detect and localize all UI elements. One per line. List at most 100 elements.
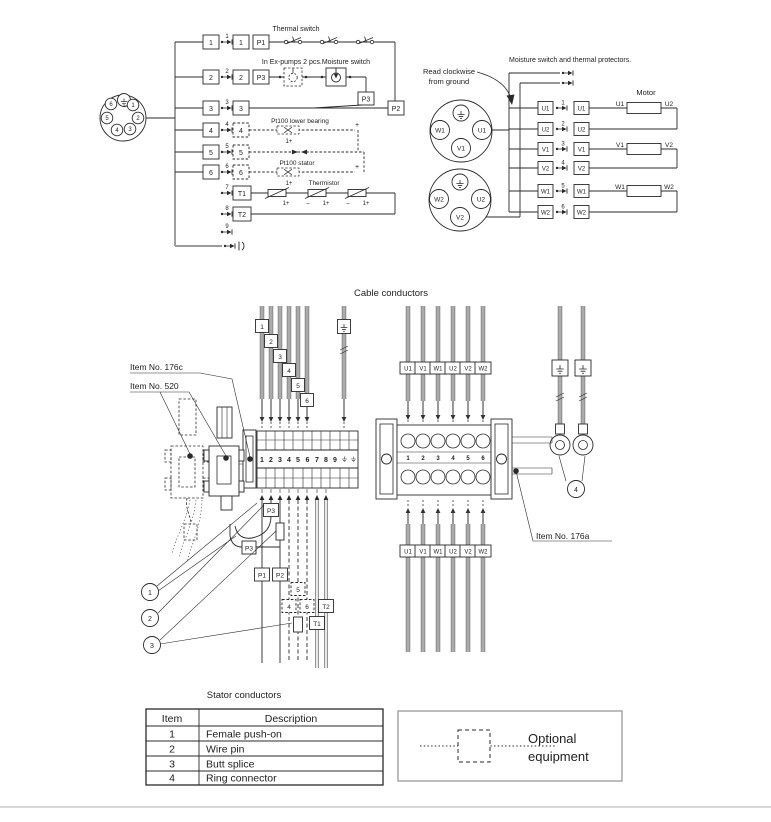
motor-windings-part [589,190,678,213]
motor-plug-1-part [472,120,492,140]
control-circuit-part [202,144,220,160]
ground-wires-part [558,455,586,482]
callout-2 [141,609,159,627]
cable-number-tags-part [255,319,269,333]
control-circuit-part [348,75,352,79]
control-circuit-part: 3 [209,106,213,113]
pt100-sensor-icon [276,125,300,135]
motor-terminal-rows-part: U2 [578,128,586,134]
control-circuit-part: 2 [209,75,213,82]
cable-entry-unit [171,406,253,563]
plug-pin-5: 5 [105,116,109,122]
motor-terminal-rows: U1 1 U1 U2 2 U2 V1 3 V1 V2 4 V2 W1 5 W1 … [509,101,590,219]
control-circuit-part: 5 [209,150,213,157]
motor-windings-part: V2 [665,142,673,149]
cable-entry-unit-part [216,406,233,439]
motor-windings-part: W1 [615,184,625,191]
control-circuit: 1 2 3 4 5 6 Thermal switch 1 1 1 P1 In E… [99,26,405,251]
control-circuit-part: 3 [225,100,229,106]
wire-pin-icon [480,415,486,420]
motor-lead-tags-bottom-part: U2 [449,550,457,556]
terminal-block-6pole-part [496,453,507,465]
cable-entry-optional-part [164,449,172,463]
terminal-block-6pole-part [397,451,491,464]
wire-pin-icon [220,104,233,112]
control-circuit-part [357,91,375,106]
control-circuit-part: – [306,201,310,207]
ground-wires: 4 [549,359,594,498]
wire-pin-icon [465,508,471,513]
pt100-stator-label: Pt100 stator [279,160,315,167]
col-header-description: Description [265,713,318,725]
control-circuit-part: 1+ [283,201,290,207]
pt100-sensor-icon [276,167,300,177]
motor-lead-tags-top-part: W2 [479,367,489,373]
stator-wires-part: P3 [245,546,253,553]
control-circuit-part: – [346,201,350,207]
motor-terminal-rows-part: U1 [542,107,550,113]
ring-connector [572,423,594,456]
control-circuit-part [202,69,220,85]
motor-terminal-rows-part: 4 [561,161,565,167]
ground-wires-part [555,392,588,402]
wire-pin-icon [223,242,236,250]
terminal-block-9pole-part: 9 [333,457,337,464]
item-176a-label: Item No. 176a [536,531,590,541]
control-circuit-part [232,34,250,50]
stator-wires-part: T1 [313,621,321,628]
optional-equipment-legend-part [397,710,623,782]
wire-pin-icon [259,417,265,422]
motor-circuit-part [509,72,560,84]
motor-plug-1-part [430,120,450,140]
control-circuit-part: 9 [225,224,229,230]
thermal-switch-label: Thermal switch [272,26,319,33]
terminal-block-6pole-part [400,469,416,485]
control-circuit-part: 6 [239,170,243,177]
winding-u [626,102,662,114]
motor-terminal-rows-part: W1 [577,190,587,196]
cable-number-tags-part: 1 [260,324,264,331]
terminal-block-9pole: 1 2 3 4 5 6 7 8 9 [242,429,359,489]
wire-pin-icon [277,417,283,422]
motor-plug-2-part: W2 [434,197,444,204]
item-table-part: 3 [169,759,175,771]
item-labels-part [130,372,251,458]
wire-pin-icon [286,417,292,422]
pt100-lower-label: Pt100 lower bearing [271,118,329,125]
motor-windings-part: V1 [616,142,624,149]
motor-terminal-rows-part [537,122,554,136]
callout-1 [141,583,159,601]
butt-splice [275,522,285,541]
protectors-label: Moisture switch and thermal protectors. [509,57,631,64]
stator-wires-part [241,540,257,555]
stator-wires-part [299,599,315,613]
item-callouts-part [157,504,265,614]
motor-plug-2-part: U2 [477,197,486,204]
motor-lead-tags-top: U1 V1 W1 U2 V2 W2 [399,361,492,375]
terminal-block-9pole-part: 5 [296,457,300,464]
wire-pin-icon [435,415,441,420]
motor-terminal-rows-part: U1 [578,107,586,113]
wire-pin-icon [420,415,426,420]
control-circuit-part [320,75,324,79]
wire-pin-icon [450,415,456,420]
motor-lead-tags-bottom-part: W1 [434,550,444,556]
read-clockwise-label: Read clockwise [423,67,475,76]
control-circuit-part [304,75,308,79]
cable-entry-unit-part [238,480,245,493]
motor-terminal-rows-part: W2 [541,211,551,217]
terminal-block-9pole-part: 7 [315,457,319,464]
terminal-block-6pole-part [475,433,491,449]
wire-pin-icon [405,415,411,420]
cable-plug-connector-part [131,111,145,125]
motor-plug-1-part [429,99,493,163]
terminal-block-9pole-part: 8 [324,457,328,464]
terminal-block-6pole-part [494,423,509,495]
stator-wires-part [318,599,334,613]
butt-splice [293,616,303,633]
callout-3 [143,636,161,654]
cable-plug-connector: 1 2 3 4 5 6 [99,93,175,142]
control-circuit-part: 1 [209,40,213,47]
table-row-desc: Female push-on [206,729,282,741]
